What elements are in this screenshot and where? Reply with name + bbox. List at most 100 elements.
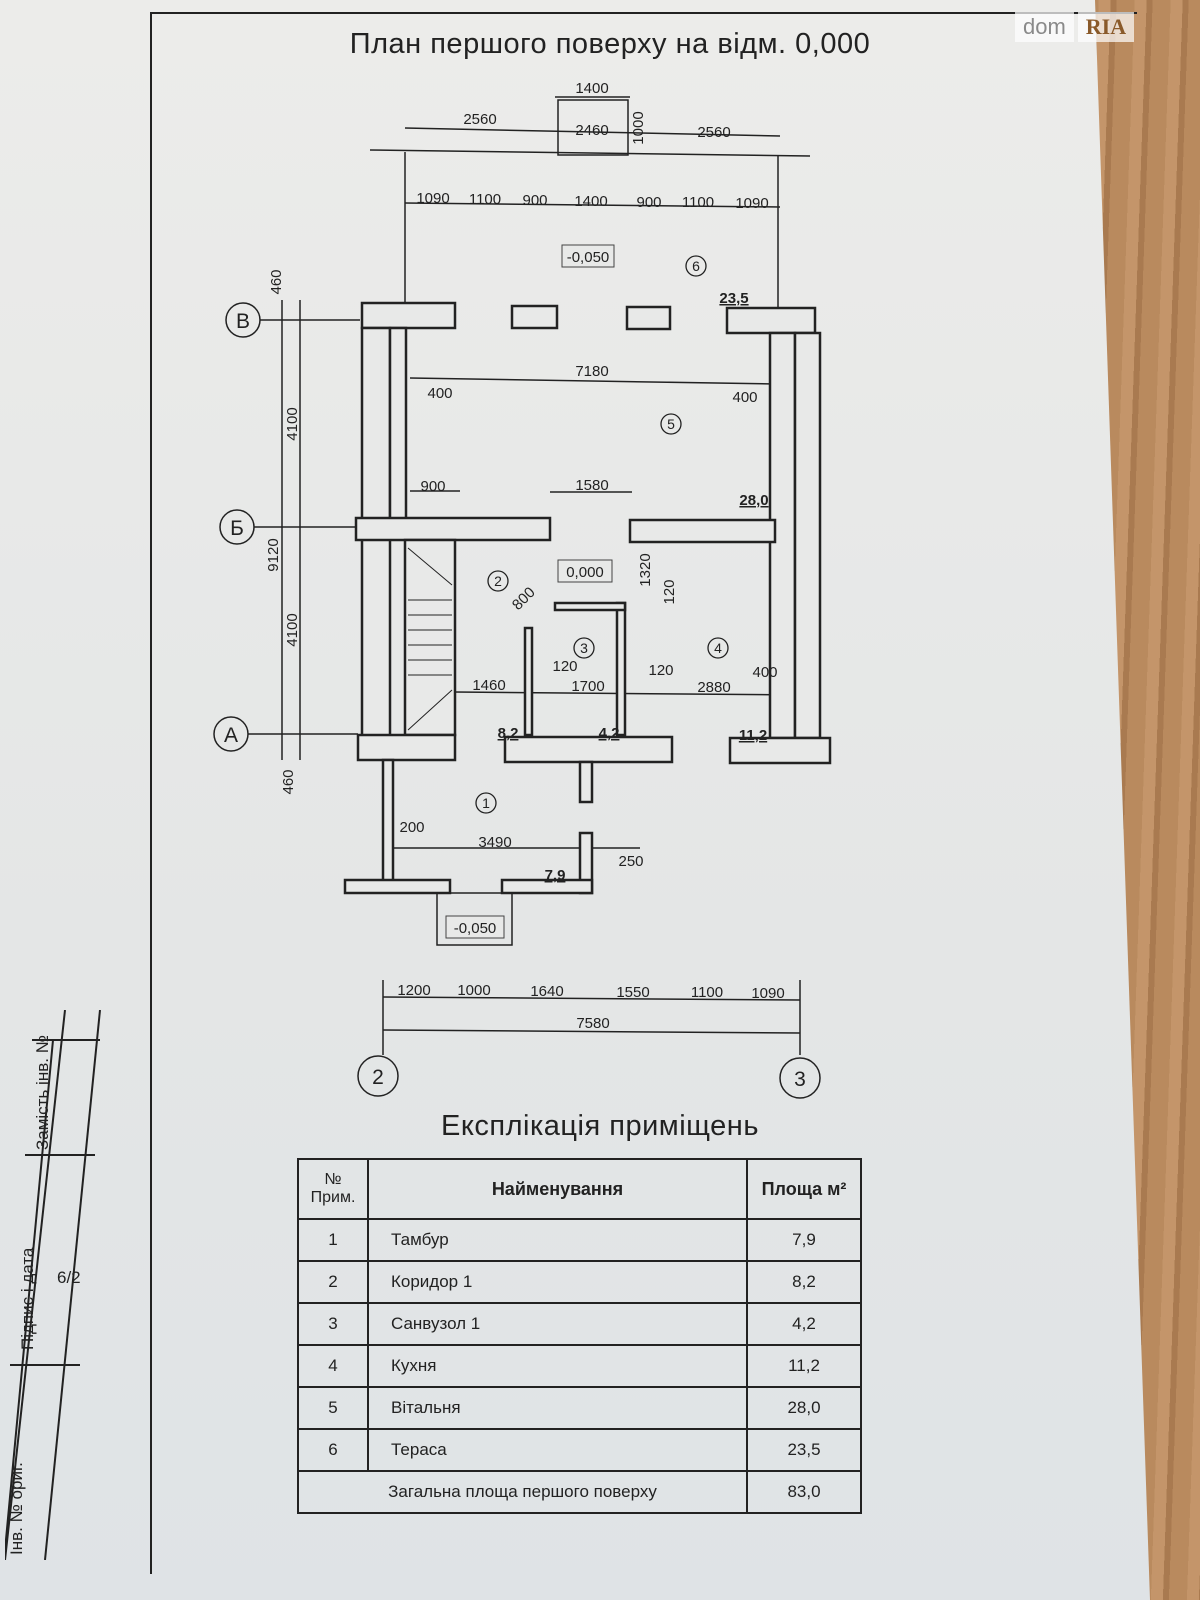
drawing-frame: [150, 12, 1137, 1574]
terrace-bay: [557, 99, 629, 156]
row-name: Кухня: [367, 1344, 748, 1388]
row-num: 4: [297, 1344, 369, 1388]
row-name: Коридор 1: [367, 1260, 748, 1304]
dim-400: 400: [752, 664, 777, 681]
axis-label-a: А: [224, 724, 238, 747]
walls: [343, 301, 832, 895]
dim-1700: 1700: [571, 678, 604, 695]
room-number-circles: [475, 255, 729, 814]
room-number: 2: [494, 573, 502, 589]
dim-terrace: 1100: [469, 191, 501, 208]
header-area: Площа м²: [746, 1158, 862, 1220]
floor-level: 0,000: [566, 564, 604, 581]
dim-left-4100-top: 4100: [284, 407, 301, 440]
row-name: Вітальня: [367, 1386, 748, 1430]
terrace-dims: 1090 1100 900 1400 900 1100 1090: [416, 190, 768, 212]
stamp-grid: [5, 1010, 101, 1560]
room-area: 28,0: [739, 492, 768, 509]
dim-bottom: 1090: [751, 985, 784, 1002]
dim-wall-right: 400: [732, 389, 757, 406]
row-num: 5: [297, 1386, 369, 1430]
dim-bottom: 1640: [530, 983, 563, 1000]
dim-left-4100-bottom: 4100: [284, 613, 301, 646]
dim-bottom: 1100: [691, 984, 723, 1001]
room-number: 5: [667, 416, 675, 432]
dim-120-a: 120: [552, 658, 577, 675]
room-area: 4,2: [599, 725, 620, 742]
watermark-ria: RIA: [1077, 12, 1135, 42]
row-area: 8,2: [746, 1260, 862, 1304]
dim-bay-depth: 1000: [630, 111, 647, 144]
axis-label-b: Б: [230, 517, 244, 540]
plan-title: План першого поверху на відм. 0,000: [349, 28, 871, 60]
row-area: 7,9: [746, 1218, 862, 1262]
row-num: 1: [297, 1218, 369, 1262]
room-area: 11,2: [739, 727, 767, 744]
dim-1320: 1320: [637, 553, 654, 586]
watermark: dom RIA: [1015, 12, 1135, 42]
row-num: 3: [297, 1302, 369, 1346]
row-area: 4,2: [746, 1302, 862, 1346]
stamp-inv-orig: Інв. № ориг.: [7, 1462, 26, 1555]
level-marks: [445, 244, 615, 939]
dim-top-1: 2560: [463, 111, 496, 128]
stair-treads: [407, 547, 453, 731]
dim-200: 200: [399, 819, 424, 836]
room-number: 1: [482, 795, 490, 811]
dimension-lines: [281, 96, 811, 1055]
total-label: Загальна площа першого поверху: [297, 1470, 748, 1514]
dim-wall-left: 400: [427, 385, 452, 402]
stamp-replace-inv: Замість інв. №: [33, 1035, 52, 1150]
row-name: Санвузол 1: [367, 1302, 748, 1346]
table-header: № Прим. Найменування Площа м²: [297, 1158, 862, 1220]
dim-terrace: 900: [522, 192, 547, 209]
entrance-step: [436, 892, 513, 946]
dim-3490: 3490: [478, 834, 511, 851]
room-area: 8,2: [498, 725, 519, 742]
room-number: 3: [580, 640, 588, 656]
dim-terrace: 1400: [574, 193, 607, 210]
dim-bottom: 1200: [397, 982, 430, 999]
row-area: 28,0: [746, 1386, 862, 1430]
dim-bottom-total: 7580: [576, 1015, 609, 1032]
stamp-sign-date: Підпис і дата: [18, 1247, 37, 1350]
dim-120-b: 120: [648, 662, 673, 679]
explication-title: Експлікація приміщень: [441, 1110, 759, 1142]
header-num: № Прим.: [297, 1158, 369, 1220]
terrace-level: -0,050: [567, 249, 610, 266]
row-num: 2: [297, 1260, 369, 1304]
row-name: Тераса: [367, 1428, 748, 1472]
axis-label-2: 2: [372, 1066, 384, 1089]
header-name: Найменування: [367, 1158, 748, 1220]
axis-label-v: В: [236, 310, 250, 333]
dim-door-1580: 1580: [575, 477, 608, 494]
row-area: 11,2: [746, 1344, 862, 1388]
dim-living-width: 7180: [575, 363, 608, 380]
dim-2880: 2880: [697, 679, 730, 696]
axis-markers: [213, 302, 821, 1099]
row-name: Тамбур: [367, 1218, 748, 1262]
room-number: 6: [692, 258, 700, 274]
dim-250: 250: [618, 853, 643, 870]
row-num: 6: [297, 1428, 369, 1472]
dim-terrace: 1090: [735, 195, 768, 212]
dim-900: 900: [420, 478, 445, 495]
dim-bay-width: 1400: [575, 80, 608, 97]
room-number: 4: [714, 640, 722, 656]
dim-terrace: 1100: [682, 194, 714, 211]
dim-terrace: 1090: [416, 190, 449, 207]
room-area: 7,9: [545, 867, 566, 884]
dim-bottom: 1550: [616, 984, 649, 1001]
entrance-level: -0,050: [454, 920, 497, 937]
row-area: 23,5: [746, 1428, 862, 1472]
dim-top-2: 2460: [575, 122, 608, 139]
dim-800: 800: [509, 584, 539, 614]
dim-left-460-top: 460: [268, 269, 285, 294]
